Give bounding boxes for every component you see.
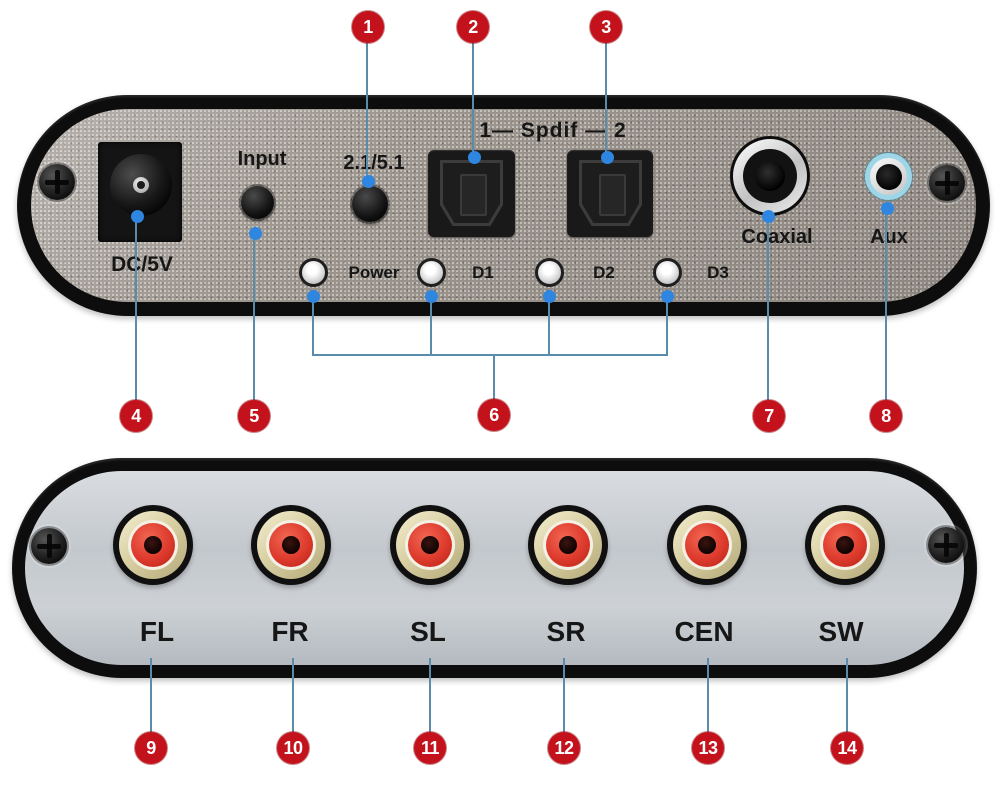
callout-11: 11: [414, 732, 446, 764]
anchor-dot-5: [248, 226, 262, 240]
dc-center-pin-icon: [133, 177, 149, 193]
power-led-label: Power: [348, 263, 400, 282]
spdif-optical-port-1: [428, 150, 515, 237]
leader-line-6-d3: [666, 296, 668, 356]
anchor-dot-4: [130, 209, 144, 223]
callout-10: 10: [277, 732, 309, 764]
screw-icon: [929, 165, 965, 201]
rca-jack-sl: [390, 505, 470, 585]
leader-line-2: [472, 43, 474, 157]
rca-jack-fr: [251, 505, 331, 585]
leader-line-4: [135, 216, 137, 400]
anchor-dot-3: [600, 150, 614, 164]
screw-icon: [31, 528, 67, 564]
callout-4: 4: [120, 400, 152, 432]
callout-6: 6: [478, 399, 510, 431]
leader-line-3: [605, 43, 607, 157]
leader-line-14: [846, 658, 848, 732]
rca-label-sr: SR: [546, 616, 586, 647]
rca-label-fl: FL: [139, 616, 175, 647]
leader-line-9: [150, 658, 152, 732]
input-button: [241, 186, 274, 219]
coaxial-jack: [730, 136, 810, 216]
anchor-dot-7: [761, 209, 775, 223]
rca-jack-fl: [113, 505, 193, 585]
callout-13: 13: [692, 732, 724, 764]
mode-2.1-5.1-button: [352, 186, 388, 222]
leader-line-6-power: [312, 296, 314, 356]
leader-line-12: [563, 658, 565, 732]
callout-1: 1: [352, 11, 384, 43]
rca-label-fr: FR: [271, 616, 309, 647]
screw-icon: [39, 164, 75, 200]
aux-jack: [865, 153, 912, 200]
callout-9: 9: [135, 732, 167, 764]
coaxial-label: Coaxial: [741, 226, 813, 248]
anchor-dot-2: [467, 150, 481, 164]
dc-label: DC/5V: [111, 253, 173, 276]
callout-2: 2: [457, 11, 489, 43]
aux-label: Aux: [870, 226, 908, 248]
input-label: Input: [237, 148, 287, 170]
leader-line-6-d1: [430, 296, 432, 356]
callout-3: 3: [590, 11, 622, 43]
d1-led: [417, 258, 446, 287]
callout-8: 8: [870, 400, 902, 432]
mode-label: 2.1/5.1: [343, 152, 405, 174]
callout-14: 14: [831, 732, 863, 764]
rca-jack-sw: [805, 505, 885, 585]
spdif-label: 1— Spdif — 2: [479, 119, 627, 142]
leader-stem-6: [493, 356, 495, 399]
anchor-dot-6-d1: [424, 289, 438, 303]
leader-line-5: [253, 233, 255, 400]
screw-icon: [928, 527, 964, 563]
dc-power-jack: [98, 142, 182, 242]
leader-bracket-6: [312, 354, 668, 356]
anchor-dot-8: [880, 201, 894, 215]
spdif-optical-port-2: [567, 150, 653, 237]
rca-jack-sr: [528, 505, 608, 585]
callout-12: 12: [548, 732, 580, 764]
rca-jack-cen: [667, 505, 747, 585]
d2-led: [535, 258, 564, 287]
d3-led: [653, 258, 682, 287]
power-led: [299, 258, 328, 287]
leader-line-8: [885, 208, 887, 400]
dc-barrel-icon: [110, 154, 172, 216]
leader-line-7: [767, 216, 769, 400]
toslink-flap-icon: [460, 174, 487, 216]
toslink-flap-icon: [599, 174, 626, 216]
leader-line-11: [429, 658, 431, 732]
callout-5: 5: [238, 400, 270, 432]
rca-label-sl: SL: [410, 616, 446, 647]
d2-led-label: D2: [593, 263, 615, 282]
rca-label-sw: SW: [818, 616, 864, 647]
anchor-dot-6-power: [306, 289, 320, 303]
d1-led-label: D1: [472, 263, 494, 282]
rca-label-cen: CEN: [674, 616, 734, 647]
leader-line-10: [292, 658, 294, 732]
back-panel-device: DC/5V Input 2.1/5.1 1— Spdif — 2 Coaxial…: [17, 95, 990, 316]
front-panel-device: FL FR SL SR CEN SW: [12, 458, 977, 678]
anchor-dot-6-d3: [660, 289, 674, 303]
callout-7: 7: [753, 400, 785, 432]
leader-line-1: [366, 43, 368, 181]
leader-line-13: [707, 658, 709, 732]
leader-line-6-d2: [548, 296, 550, 356]
d3-led-label: D3: [707, 263, 729, 282]
anchor-dot-1: [361, 174, 375, 188]
anchor-dot-6-d2: [542, 289, 556, 303]
